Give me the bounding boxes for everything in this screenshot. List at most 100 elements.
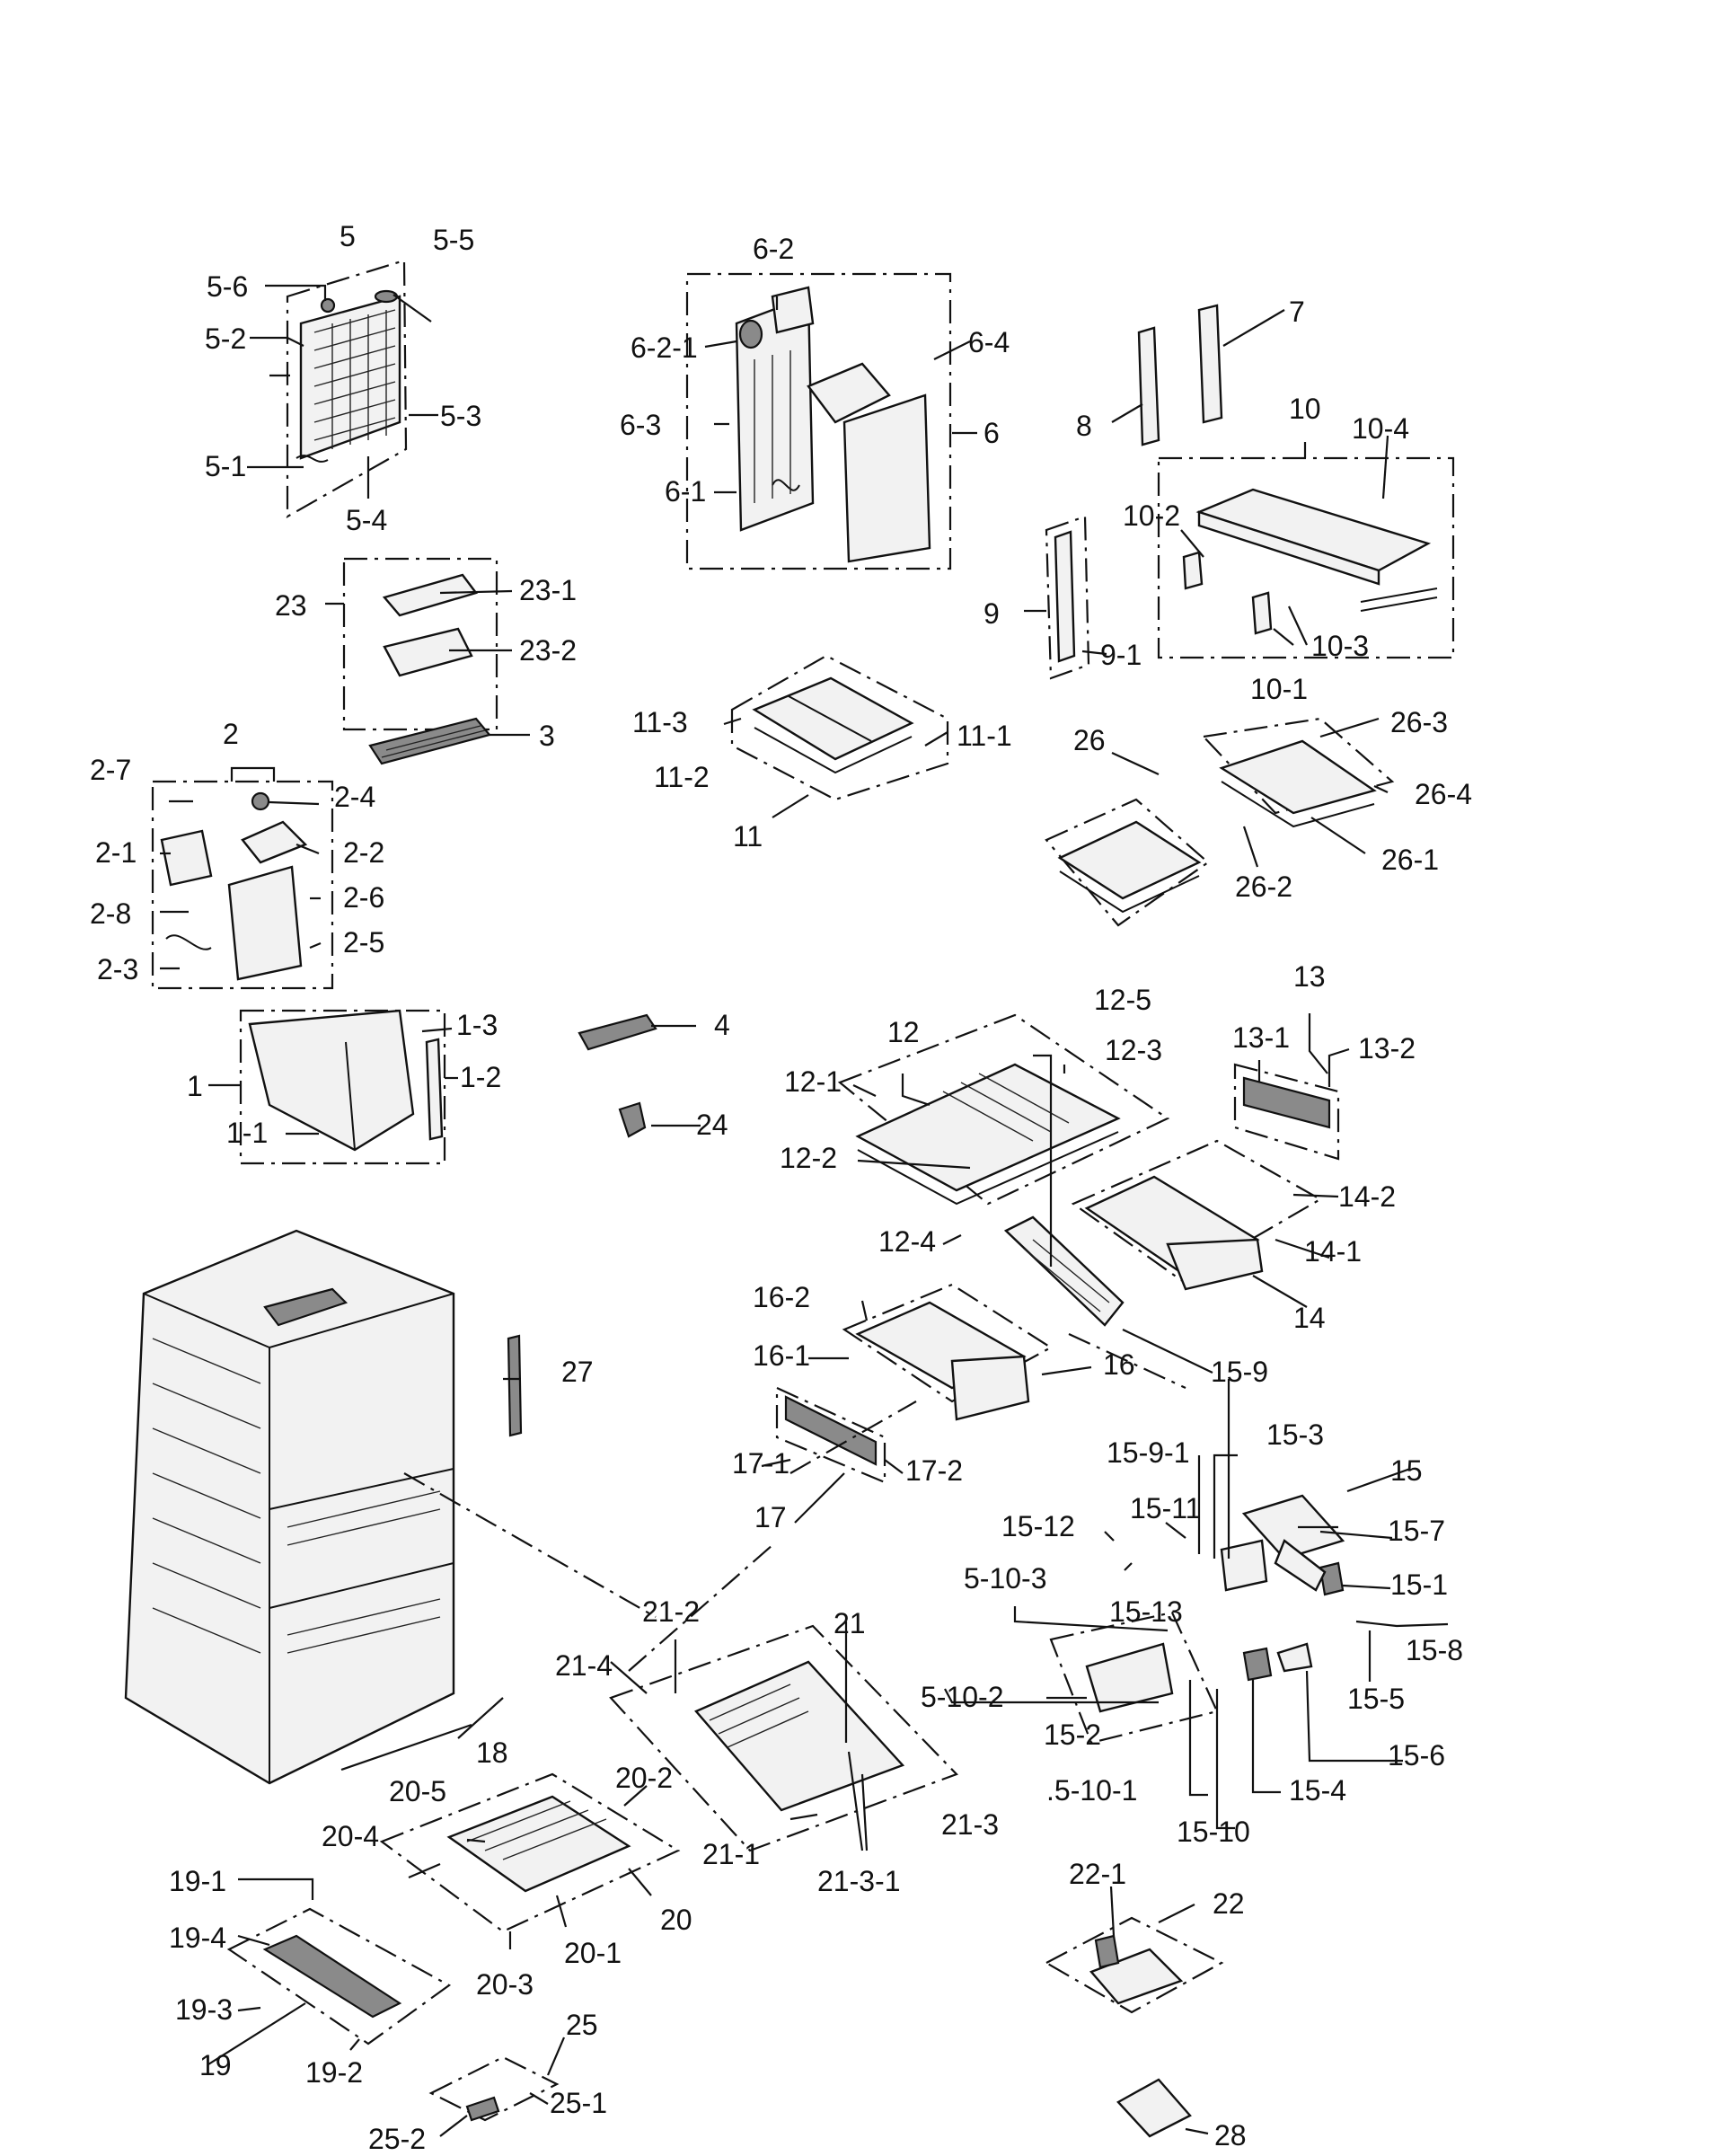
leader-lines [160, 284, 1449, 2137]
callout-15-9-1: 15-9-1 [1107, 1436, 1190, 1469]
callout-23: 23 [275, 589, 307, 622]
part-19-rail [226, 1907, 452, 2046]
callout-16-1: 16-1 [753, 1339, 810, 1372]
part-15-dispenser [1049, 1494, 1345, 1745]
callout-20-3: 20-3 [476, 1968, 534, 2001]
callout-26-3: 26-3 [1390, 706, 1448, 738]
callout-14: 14 [1293, 1302, 1326, 1334]
callout-26: 26 [1073, 724, 1106, 756]
callout-6: 6 [983, 417, 1000, 449]
callout-6-2-1: 6-2-1 [631, 331, 698, 364]
callout-2-6: 2-6 [343, 881, 384, 914]
callout-10-3: 10-3 [1311, 630, 1369, 662]
callout-21-3: 21-3 [941, 1808, 999, 1841]
callout-12-5: 12-5 [1094, 984, 1151, 1016]
callout-14-2: 14-2 [1338, 1180, 1396, 1213]
callout-2-7: 2-7 [90, 754, 131, 786]
callout-7: 7 [1289, 296, 1305, 328]
callout-1-3: 1-3 [456, 1009, 498, 1041]
callout-23-1: 23-1 [519, 574, 577, 606]
callout-13-1: 13-1 [1232, 1021, 1290, 1054]
callout-14-1: 14-1 [1304, 1235, 1362, 1268]
callout-2-5: 2-5 [343, 926, 384, 959]
callout-5-10-2: 5-10-2 [921, 1681, 1004, 1713]
callout-20-2: 20-2 [615, 1762, 673, 1794]
callout-10: 10 [1289, 393, 1321, 425]
callout-6-3: 6-3 [620, 409, 661, 441]
part-3-grille [368, 717, 491, 765]
part-25-assembly [428, 2055, 560, 2122]
callout-13-2: 13-2 [1358, 1032, 1416, 1065]
part-9-vertical-rail [1045, 515, 1090, 680]
part-22-assembly [1044, 1916, 1224, 2014]
callout-19-3: 19-3 [175, 1993, 233, 2026]
part-11-shelf [730, 654, 949, 801]
callout-15-4: 15-4 [1289, 1774, 1346, 1807]
callout-5-6: 5-6 [207, 270, 248, 303]
callout-20-1: 20-1 [564, 1937, 622, 1969]
callout-15-12: 15-12 [1001, 1510, 1075, 1542]
callout-2-1: 2-1 [95, 836, 137, 869]
part-20-basket [379, 1772, 681, 1933]
callout-10-4: 10-4 [1352, 412, 1409, 445]
callout-8: 8 [1076, 410, 1092, 442]
callout-15: 15 [1390, 1454, 1423, 1487]
callout-5: 5 [340, 220, 356, 252]
callout-5-3: 5-3 [440, 400, 481, 432]
callout-12-4: 12-4 [878, 1225, 936, 1258]
callout-6-1: 6-1 [665, 475, 706, 508]
callout-17-1: 17-1 [732, 1447, 789, 1480]
part-6-frame-assembly [685, 272, 952, 570]
part-26-shelves [1045, 717, 1395, 927]
callout-12: 12 [887, 1016, 920, 1048]
callout-6-2: 6-2 [753, 233, 794, 265]
callout-labels: 5 5-5 5-6 5-2 5-3 5-1 5-4 6-2 6-2-1 6-4 … [90, 220, 1472, 2155]
part-2-ice-maker [151, 780, 334, 990]
callout-16-2: 16-2 [753, 1281, 810, 1313]
callout-15-2: 15-2 [1044, 1719, 1101, 1751]
callout-26-2: 26-2 [1235, 870, 1292, 903]
callout-22-1: 22-1 [1069, 1858, 1126, 1890]
part-8-rail [1137, 326, 1160, 446]
callout-4: 4 [714, 1009, 730, 1041]
callout-2: 2 [223, 718, 239, 750]
callout-23-2: 23-2 [519, 634, 577, 667]
part-16-drawer [842, 1283, 1054, 1421]
callout-26-4: 26-4 [1415, 778, 1472, 810]
callout-15-1: 15-1 [1390, 1568, 1448, 1601]
callout-16: 16 [1103, 1348, 1135, 1381]
callout-5-2: 5-2 [205, 323, 246, 355]
callout-19-1: 19-1 [169, 1865, 226, 1897]
callout-15-10: 15-10 [1177, 1816, 1250, 1848]
callout-19-4: 19-4 [169, 1922, 226, 1954]
callout-2-8: 2-8 [90, 897, 131, 930]
callout-15-8: 15-8 [1406, 1634, 1463, 1666]
callout-11-3: 11-3 [632, 706, 688, 738]
callout-2-2: 2-2 [343, 836, 384, 869]
callout-20-5: 20-5 [389, 1775, 446, 1807]
part-10-shelf [1157, 456, 1455, 659]
part-14-drawer [1071, 1139, 1323, 1291]
callout-19: 19 [199, 2049, 232, 2081]
part-15-9-housing [1003, 1215, 1125, 1327]
callout-27: 27 [561, 1356, 594, 1388]
callout-21-2: 21-2 [642, 1595, 700, 1628]
callout-11-1: 11-1 [957, 720, 1012, 752]
callout-21-4: 21-4 [555, 1649, 613, 1682]
callout-12-1: 12-1 [784, 1065, 842, 1098]
callout-28: 28 [1214, 2119, 1247, 2152]
part-21-rail-assembly [609, 1624, 958, 1852]
part-1-ice-bucket [239, 1009, 446, 1165]
callout-5-10-1: .5-10-1 [1046, 1774, 1137, 1807]
part-17-cover [775, 1386, 886, 1484]
callout-21-3-1: 21-3-1 [817, 1865, 901, 1897]
callout-18: 18 [476, 1736, 508, 1769]
callout-5-4: 5-4 [346, 504, 387, 536]
callout-11-2: 11-2 [654, 761, 710, 793]
callout-15-7: 15-7 [1388, 1515, 1445, 1547]
callout-9: 9 [983, 597, 1000, 630]
part-5-evaporator-cover [286, 259, 408, 518]
callout-1: 1 [187, 1070, 203, 1102]
callout-15-3: 15-3 [1266, 1418, 1324, 1451]
